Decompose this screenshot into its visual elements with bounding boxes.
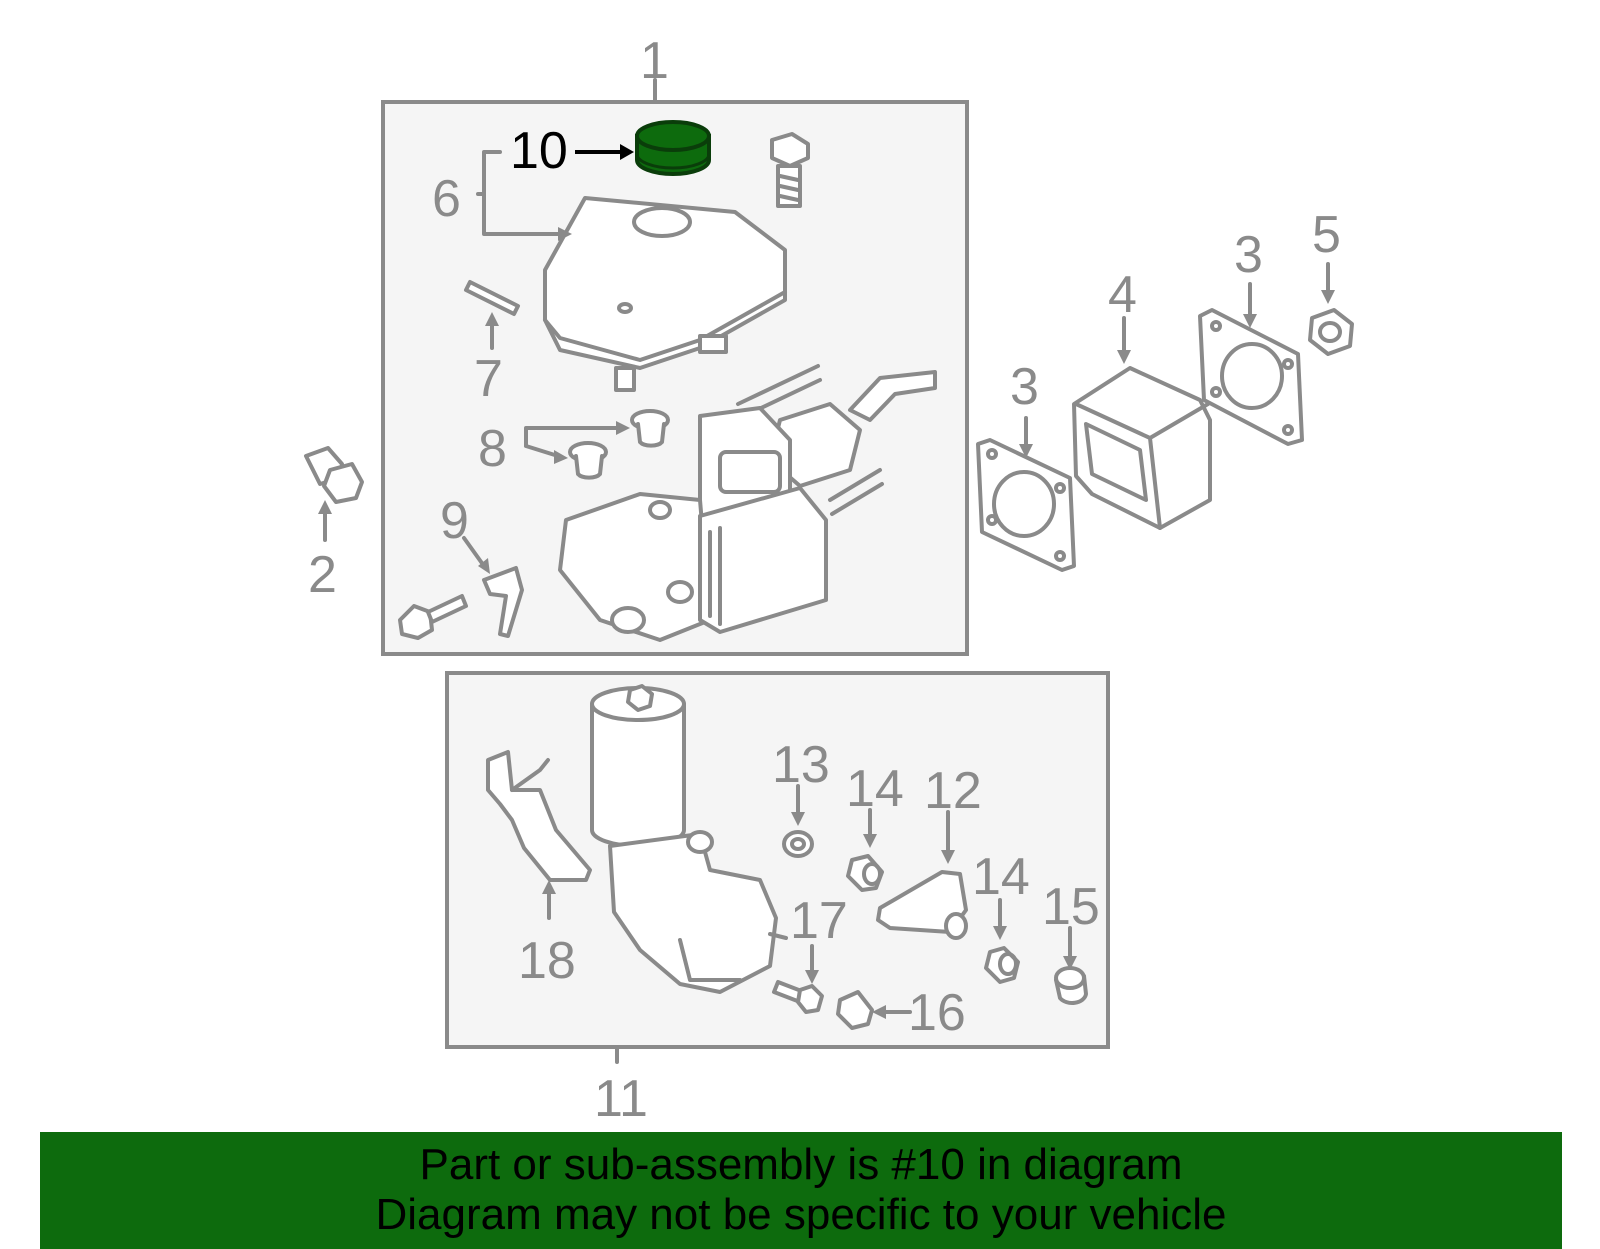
leader-16 xyxy=(872,1005,912,1019)
callout-3-left: 3 xyxy=(1010,358,1039,416)
leader-9 xyxy=(462,536,490,574)
callout-16: 16 xyxy=(908,984,966,1042)
callout-9: 9 xyxy=(440,492,469,550)
callout-3-right: 3 xyxy=(1234,226,1263,284)
callout-18: 18 xyxy=(518,932,576,990)
callout-1: 1 xyxy=(640,32,669,90)
leader-3-left xyxy=(1019,416,1033,458)
leader-14a xyxy=(863,808,877,848)
hydraulic-pump-unit xyxy=(590,684,788,994)
callout-12: 12 xyxy=(924,762,982,820)
callout-14b: 14 xyxy=(972,848,1030,906)
pipe-bracket-part-18 xyxy=(486,750,592,882)
callout-10: 10 xyxy=(510,122,568,180)
gasket-part-3-right xyxy=(1198,308,1304,446)
callout-7: 7 xyxy=(474,350,503,408)
grommet-part-8a xyxy=(630,409,670,448)
sleeve-part-16 xyxy=(836,990,874,1030)
bolt-upper xyxy=(770,132,810,208)
leader-2 xyxy=(318,500,332,542)
bracket-part-9 xyxy=(482,566,524,638)
leader-6 xyxy=(476,150,572,241)
callout-17: 17 xyxy=(790,892,848,950)
leader-8 xyxy=(524,421,630,464)
callout-5: 5 xyxy=(1312,206,1341,264)
leader-4 xyxy=(1117,316,1131,364)
leader-7 xyxy=(485,312,499,350)
callout-11: 11 xyxy=(594,1070,648,1128)
leader-15 xyxy=(1063,926,1077,970)
leader-18 xyxy=(542,880,556,920)
leader-10 xyxy=(575,144,634,160)
leader-13 xyxy=(791,784,805,826)
fitting-part-2 xyxy=(304,446,364,504)
leader-3-right xyxy=(1243,282,1257,328)
bushing-part-14b xyxy=(984,946,1020,984)
grommet-part-8b xyxy=(568,441,608,480)
callout-8: 8 xyxy=(478,420,507,478)
reservoir-cap-part-10[interactable] xyxy=(635,120,711,176)
bolt-part-17 xyxy=(772,980,824,1014)
callout-6: 6 xyxy=(432,170,461,228)
gasket-part-3-left xyxy=(976,438,1076,572)
bolt-lower-left xyxy=(398,594,468,640)
banner-line-2: Diagram may not be specific to your vehi… xyxy=(375,1190,1227,1239)
callout-2: 2 xyxy=(308,546,337,604)
banner-line-1: Part or sub-assembly is #10 in diagram xyxy=(419,1140,1183,1189)
callout-15: 15 xyxy=(1042,878,1100,936)
callout-13: 13 xyxy=(772,736,830,794)
assembly-box-11 xyxy=(445,671,1110,1049)
washer-part-13 xyxy=(782,830,814,858)
info-banner: Part or sub-assembly is #10 in diagram D… xyxy=(40,1132,1562,1249)
callout-14a: 14 xyxy=(846,760,904,818)
leader-17 xyxy=(805,944,819,984)
bushing-part-14a xyxy=(846,854,884,892)
pin-part-7 xyxy=(464,280,520,316)
brake-fluid-reservoir xyxy=(543,196,787,392)
bracket-part-12 xyxy=(876,870,968,940)
leader-5 xyxy=(1321,262,1335,304)
callout-4: 4 xyxy=(1108,266,1137,324)
housing-part-4 xyxy=(1072,366,1212,530)
cap-part-15 xyxy=(1054,966,1088,1005)
leader-12 xyxy=(941,810,955,864)
master-cylinder-assembly xyxy=(558,364,937,642)
nut-part-5 xyxy=(1308,308,1354,356)
leader-14b xyxy=(993,898,1007,940)
